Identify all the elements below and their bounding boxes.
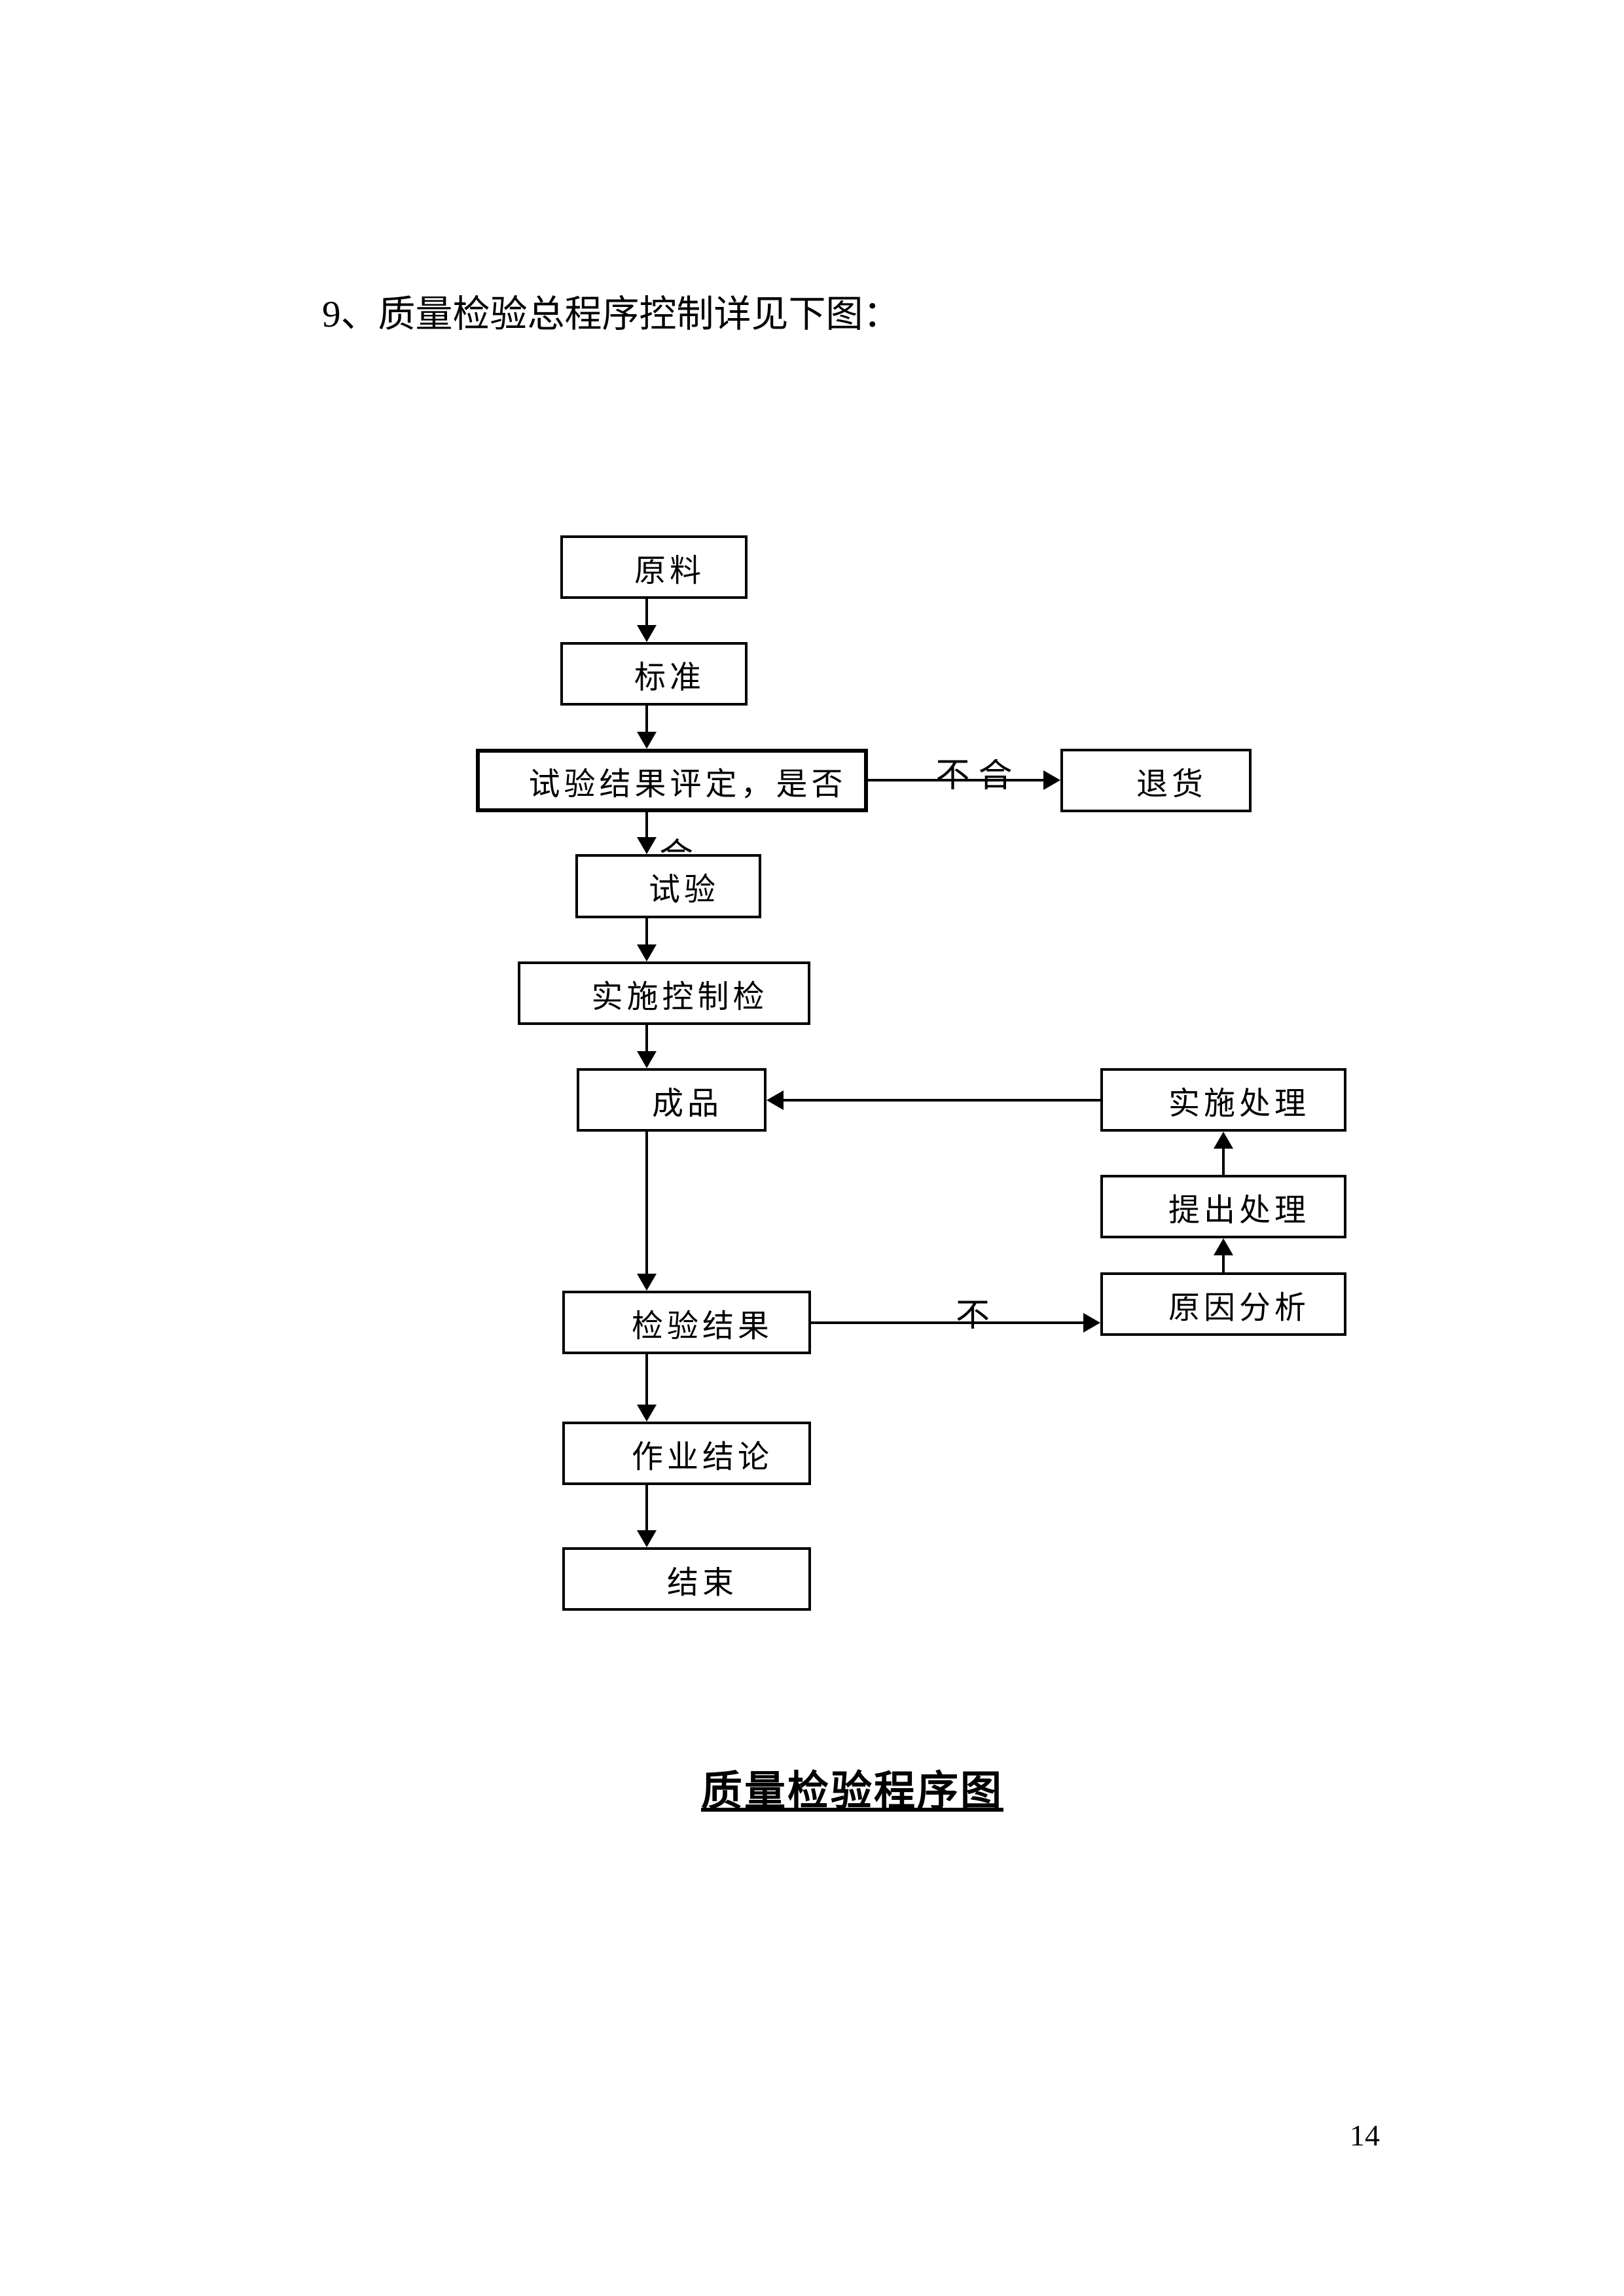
arrow-shaft-result-to-analysis [811, 1321, 1085, 1324]
node-standard: 标准 [560, 642, 748, 706]
arrow-shaft-evaluation-to-return [868, 779, 1045, 781]
arrow-head-standard-to-evaluation [637, 732, 657, 749]
node-inspection-result: 检验结果 [562, 1291, 811, 1354]
branch-label-no: 不 [955, 1300, 990, 1329]
arrow-shaft-handling-to-product [782, 1099, 1100, 1102]
node-label-test: 试验 [648, 872, 719, 907]
arrow-shaft-evaluation-to-test [645, 812, 648, 838]
node-raw-material: 原料 [560, 535, 748, 599]
node-label-cause-analysis: 原因分析 [1168, 1290, 1310, 1325]
arrow-shaft-standard-to-evaluation [645, 706, 648, 733]
arrow-head-raw-to-standard [637, 625, 657, 642]
node-label-finished-product: 成品 [651, 1086, 723, 1121]
node-control-inspection: 实施控制检 [518, 961, 810, 1025]
arrow-head-test-to-control [637, 944, 657, 961]
arrow-head-product-to-result [637, 1274, 657, 1291]
node-label-end: 结束 [666, 1565, 738, 1600]
arrow-shaft-propose-to-implement [1222, 1147, 1225, 1175]
node-label-standard: 标准 [634, 660, 705, 695]
arrow-head-propose-to-implement [1214, 1132, 1233, 1149]
node-label-inspection-result: 检验结果 [631, 1308, 773, 1344]
arrow-shaft-result-to-conclusion [645, 1354, 648, 1406]
node-return-goods: 退货 [1060, 749, 1252, 812]
section-heading: 9、质量检验总程序控制详见下图： [322, 294, 901, 335]
node-cause-analysis: 原因分析 [1100, 1272, 1346, 1336]
arrow-shaft-analysis-to-propose [1222, 1254, 1225, 1272]
node-label-control-inspection: 实施控制检 [591, 979, 768, 1014]
arrow-shaft-conclusion-to-end [645, 1485, 648, 1532]
arrow-head-control-to-product [637, 1051, 657, 1068]
node-propose-handling: 提出处理 [1100, 1175, 1346, 1238]
node-label-return-goods: 退货 [1136, 766, 1207, 802]
node-operation-conclusion: 作业结论 [562, 1422, 811, 1485]
arrow-head-analysis-to-propose [1214, 1238, 1233, 1255]
arrow-head-result-to-analysis [1083, 1313, 1100, 1333]
arrow-head-result-to-conclusion [637, 1405, 657, 1422]
node-label-implement-handling: 实施处理 [1168, 1086, 1310, 1121]
branch-label-unqualified: 不 合 [935, 759, 1013, 789]
node-end: 结束 [562, 1547, 811, 1611]
arrow-head-handling-to-product [767, 1090, 784, 1110]
arrow-shaft-raw-to-standard [645, 599, 648, 626]
node-label-evaluation: 试验结果评定，是否 [528, 766, 847, 802]
arrow-shaft-product-to-result [645, 1132, 648, 1275]
node-evaluation: 试验结果评定，是否 [476, 749, 868, 812]
figure-caption: 质量检验程序图 [701, 1768, 1003, 1814]
node-finished-product: 成品 [577, 1068, 767, 1132]
arrow-head-conclusion-to-end [637, 1530, 657, 1547]
arrow-head-evaluation-to-test [637, 837, 657, 854]
node-test: 试验 [575, 854, 761, 918]
arrow-shaft-control-to-product [645, 1025, 648, 1052]
node-label-operation-conclusion: 作业结论 [631, 1439, 773, 1475]
node-label-propose-handling: 提出处理 [1168, 1193, 1310, 1228]
page-number: 14 [1350, 2119, 1380, 2152]
node-label-raw-material: 原料 [634, 553, 705, 588]
arrow-head-evaluation-to-return [1043, 770, 1060, 790]
node-implement-handling: 实施处理 [1100, 1068, 1346, 1132]
arrow-shaft-test-to-control [645, 918, 648, 946]
